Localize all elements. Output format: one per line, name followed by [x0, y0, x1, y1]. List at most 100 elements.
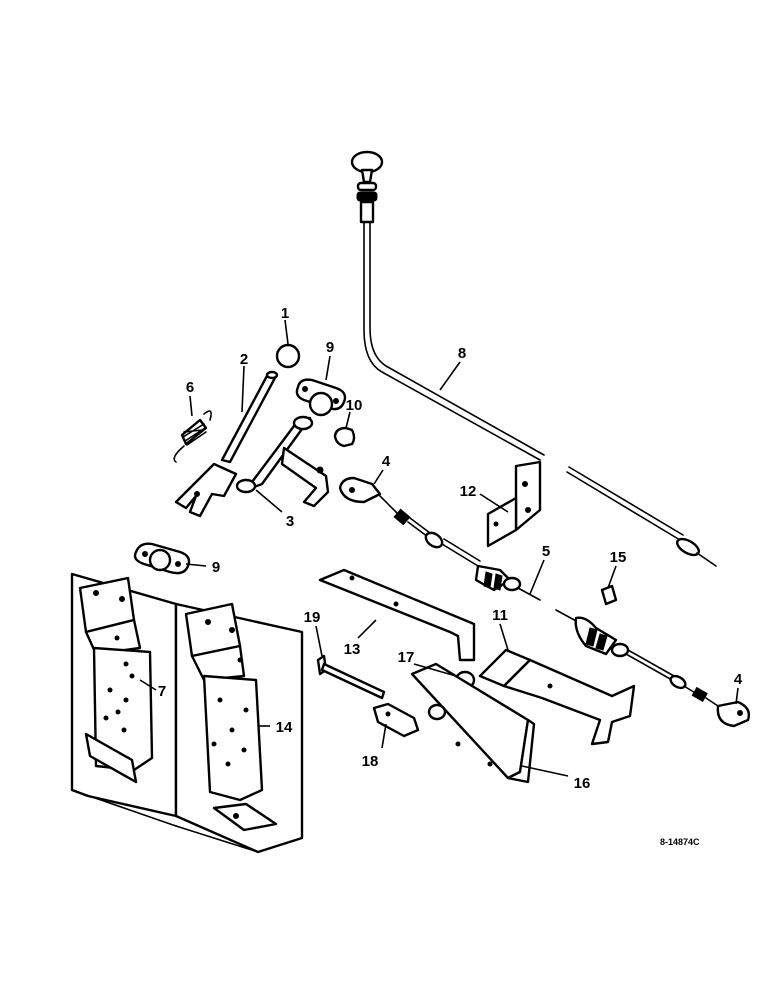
leader-6: [189, 395, 193, 417]
cable-core: [517, 587, 541, 601]
panel-hole: [243, 707, 249, 713]
plate-hole: [487, 761, 493, 767]
panel-14-bracket: [202, 674, 264, 802]
callout-5: 5: [542, 543, 550, 560]
spring-windings: [182, 423, 207, 446]
fitting-thread: [493, 573, 503, 591]
leader-11: [499, 623, 509, 651]
spring-6: [173, 410, 212, 463]
cable-nut: [356, 181, 378, 192]
leader-4b: [735, 687, 739, 705]
bracket-body: [502, 658, 636, 746]
callout-9-lower: 9: [212, 559, 220, 576]
cable-sheath: [441, 538, 481, 567]
bracket-hole: [393, 601, 399, 607]
control-cable-8: [350, 150, 717, 567]
flange-hole: [333, 398, 339, 404]
rod-shaft: [320, 662, 386, 700]
callout-17: 17: [398, 649, 415, 666]
spring-hook: [203, 410, 212, 421]
leader-12: [479, 493, 509, 513]
bracket-hole: [493, 521, 499, 527]
plate-16: [410, 662, 536, 784]
cable-sheath: [625, 649, 675, 681]
callout-10: 10: [346, 397, 363, 414]
bracket-hole: [525, 507, 531, 513]
leader-8: [439, 361, 461, 391]
cable-core: [555, 609, 579, 623]
cable-end-wire: [696, 552, 717, 567]
lever-body: [372, 702, 420, 738]
leader-1: [284, 319, 289, 345]
clevis-hole: [737, 710, 743, 716]
cable-end-ferrule: [675, 537, 701, 557]
bracket-plate: [318, 568, 476, 662]
panel-hole: [115, 709, 121, 715]
flange-hole: [302, 386, 308, 392]
cable-line-d: [568, 466, 684, 536]
bearing-hub: [148, 548, 172, 572]
cable-line-c: [566, 471, 681, 541]
panel-hole: [129, 673, 135, 679]
cable-collar: [669, 674, 687, 690]
callout-8: 8: [458, 345, 466, 362]
panel-hole: [121, 727, 127, 733]
callout-12: 12: [460, 483, 477, 500]
cable-sleeve: [359, 200, 375, 224]
crank-arm: [280, 446, 330, 508]
clevis-4-upper: [338, 476, 382, 504]
rod-fork: [174, 462, 238, 518]
callout-7: 7: [158, 683, 166, 700]
plate-hole: [455, 741, 461, 747]
rod-end: [265, 370, 279, 380]
leader-4a: [373, 469, 384, 485]
bracket-hole: [522, 481, 528, 487]
lever-hole: [385, 711, 391, 717]
callout-16: 16: [574, 775, 591, 792]
leader-15: [607, 565, 617, 589]
bell-crank-3: [235, 415, 330, 508]
panel-14: [184, 602, 278, 832]
panel-7: [78, 576, 154, 784]
callout-2: 2: [240, 351, 248, 368]
bracket-hole: [349, 575, 355, 581]
cable-nut: [691, 686, 708, 703]
fitting-thread: [595, 633, 608, 651]
callout-labels: 1 2 3 4 4 5 6 7 8 9 9 10 11 12 13 14 15 …: [158, 305, 743, 792]
leader-9b: [185, 563, 207, 567]
panel-hole: [123, 697, 129, 703]
panel-hole: [211, 741, 217, 747]
crank-hole: [316, 466, 324, 474]
push-pull-cable-5: [379, 495, 719, 707]
leader-7: [139, 679, 157, 691]
panel-hole: [229, 727, 235, 733]
clevis-hole: [349, 487, 355, 493]
leader-19: [315, 625, 323, 657]
cable-nut: [502, 576, 522, 592]
panel-base-edge: [175, 825, 259, 853]
callout-3: 3: [286, 513, 294, 530]
plate-boss: [427, 703, 447, 721]
bracket-face: [514, 460, 542, 532]
panel-hole: [119, 596, 125, 602]
spring-hook: [173, 445, 185, 463]
leader-3: [255, 489, 283, 513]
flange-bearing-9-lower: [133, 542, 191, 575]
callout-18: 18: [362, 753, 379, 770]
callout-13: 13: [344, 641, 361, 658]
leader-18: [381, 723, 387, 749]
leader-5: [529, 559, 545, 595]
callout-6: 6: [186, 379, 194, 396]
flange-hole: [175, 561, 181, 567]
clip-15: [600, 584, 618, 606]
panel-base-edge: [71, 789, 177, 827]
panel-14-top-block-side: [190, 644, 246, 682]
bracket-11: [478, 648, 636, 746]
panel-7-foot: [84, 732, 138, 784]
leader-lines: [139, 319, 739, 777]
fork-rod-2: [174, 370, 279, 518]
cable-line-b: [369, 221, 545, 456]
callout-19: 19: [304, 609, 321, 626]
callout-4-lower: 4: [734, 671, 743, 688]
